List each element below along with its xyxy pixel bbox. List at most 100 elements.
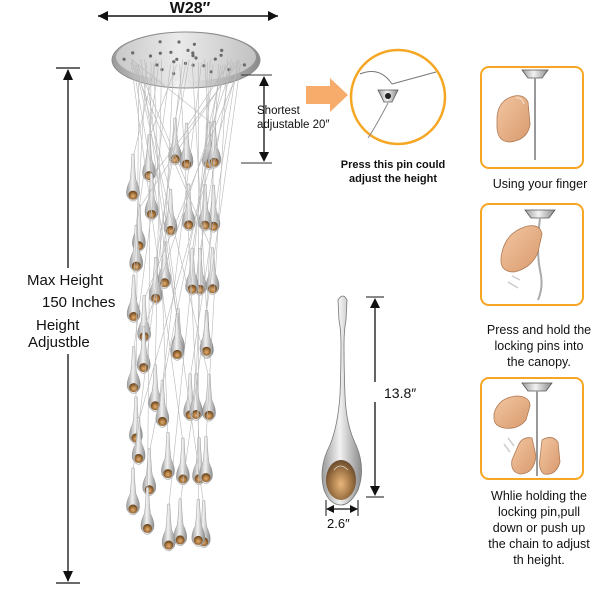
pendant-cable	[204, 59, 214, 190]
pendant-cable	[144, 59, 179, 313]
canopy-pin	[172, 60, 176, 64]
pendant-cable	[205, 59, 228, 441]
finger-icon	[496, 95, 531, 143]
pendant-cable	[130, 62, 184, 443]
step-1-panel	[480, 66, 584, 169]
pendant-droplet	[161, 432, 175, 480]
height-label: Height	[36, 317, 80, 334]
canopy-pin	[158, 40, 162, 44]
pendant-droplet	[126, 346, 141, 394]
pendant-droplet	[173, 498, 187, 547]
width-label: W28″	[169, 0, 211, 17]
step-2-panel	[480, 203, 584, 306]
max-height-value: 150 Inches	[42, 294, 116, 311]
pendant-cable	[135, 64, 140, 402]
canopy-pin	[160, 68, 164, 72]
max-height-label: Max Height	[27, 272, 103, 289]
canopy-pin	[177, 40, 181, 44]
pendant-cable	[168, 64, 214, 509]
pendant-droplet	[170, 313, 185, 361]
shortest-adjustable-label: Shortest adjustable 20″	[257, 104, 330, 132]
single-pendant	[321, 295, 362, 506]
pendant-cable	[199, 59, 232, 253]
canopy-pin	[131, 51, 135, 55]
pendant-cable	[143, 62, 234, 331]
drop-width-label: 2.6″	[327, 516, 350, 531]
pendant-droplet	[148, 364, 163, 413]
hand-press-icon	[500, 225, 543, 289]
pendant-cable	[191, 62, 208, 316]
pendant-cable	[191, 64, 222, 253]
pendant-cable	[132, 59, 184, 473]
pendant-droplet	[199, 310, 214, 358]
pendant-cable	[206, 64, 219, 315]
drop-height-dimension	[366, 296, 384, 498]
pendant-cluster	[126, 59, 242, 552]
max-height-dimension	[56, 67, 80, 584]
pendant-cable	[189, 62, 238, 378]
canopy-pin	[191, 54, 195, 58]
canopy-pin	[175, 57, 179, 61]
pendant-cable	[136, 62, 160, 230]
pin-callout	[349, 48, 447, 146]
pendant-cable	[131, 59, 215, 126]
pendant-droplet	[129, 224, 144, 273]
drop-height-label: 13.8″	[384, 385, 417, 401]
step-2-caption: Press and hold the locking pins into the…	[486, 323, 592, 369]
pendant-droplet	[155, 380, 170, 428]
pendant-cable	[155, 59, 162, 369]
canopy-pin	[219, 53, 223, 57]
canopy-pin	[155, 63, 159, 67]
canopy-pin	[220, 48, 224, 53]
canopy-pin	[122, 57, 126, 61]
canopy-pins	[122, 40, 246, 76]
canopy-pin	[148, 54, 153, 58]
shortest-dimension	[241, 74, 272, 164]
pendant-cable	[179, 64, 200, 442]
pendant-droplet	[176, 437, 190, 486]
width-dimension	[98, 11, 278, 21]
pendant-cable	[162, 62, 202, 385]
pendant-cable	[186, 61, 230, 128]
pendant-droplet	[140, 487, 155, 535]
pendant-droplet	[163, 189, 178, 237]
canopy-pin	[186, 48, 190, 53]
adjustable-label: Adjustble	[28, 334, 90, 351]
hands-pull-icon	[493, 395, 561, 475]
pendant-cable	[132, 59, 157, 159]
canopy-pin	[191, 51, 195, 55]
step-1-caption: Using your finger	[492, 177, 588, 191]
pendant-cable	[147, 62, 152, 492]
shortest-adjustable-text: Shortest adjustable 20″	[257, 105, 330, 131]
pendant-droplet	[161, 503, 176, 552]
pendant-droplet	[202, 374, 216, 422]
pendant-droplet	[199, 436, 213, 484]
canopy-pin	[192, 42, 196, 46]
drop-width-dimension	[325, 500, 359, 516]
pendant-cable	[174, 61, 187, 123]
pendant-droplet	[126, 467, 140, 516]
canopy-pin	[191, 63, 195, 67]
pendant-cable	[153, 62, 169, 437]
pendant-cable	[179, 64, 241, 503]
pendant-cable	[138, 59, 241, 422]
pendant-cable	[134, 64, 210, 379]
pendant-cable	[137, 64, 189, 189]
canopy-pin	[194, 56, 198, 60]
step-3-caption: Whlie holding the locking pin,pull down …	[488, 489, 590, 567]
step-3-panel	[480, 377, 584, 480]
callout-arrow	[306, 78, 348, 112]
canopy-pin	[242, 63, 246, 67]
pin-instruction: Press this pin could adjust the height	[340, 159, 446, 185]
pendant-droplet	[181, 183, 196, 232]
pendant-droplet	[191, 499, 206, 547]
canopy-pin	[169, 50, 173, 54]
pendant-cable	[164, 64, 174, 246]
pendant-cable	[131, 62, 213, 252]
canopy-pin	[213, 57, 217, 61]
pendant-cable	[133, 64, 171, 351]
pendant-cable	[140, 59, 204, 505]
canopy-pin	[158, 51, 162, 55]
pendant-cable	[133, 62, 147, 280]
